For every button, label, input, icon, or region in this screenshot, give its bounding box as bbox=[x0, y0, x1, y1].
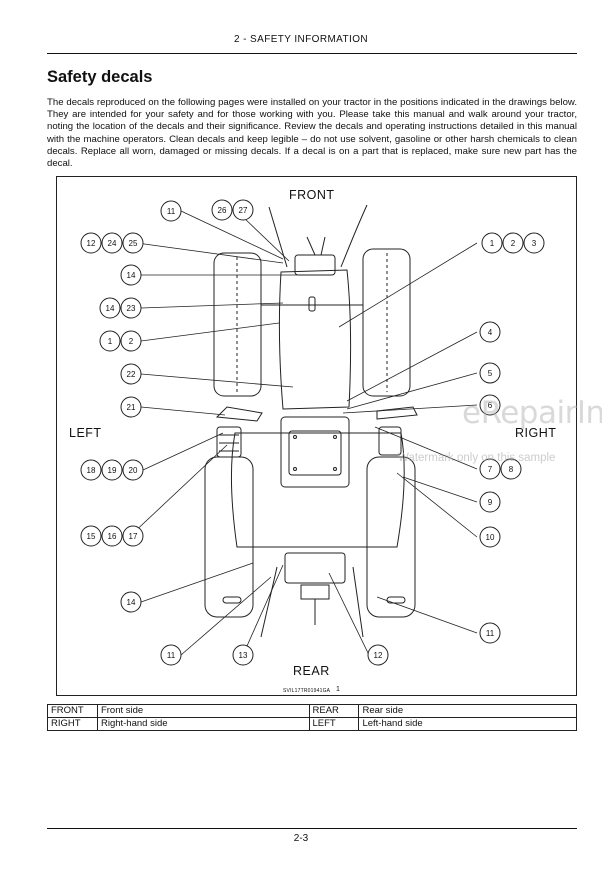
callout-number: 24 bbox=[108, 239, 117, 248]
legend-value: Front side bbox=[96, 704, 310, 718]
header-divider bbox=[47, 53, 577, 54]
callout-number: 2 bbox=[511, 239, 516, 248]
callout-number: 14 bbox=[127, 598, 136, 607]
callout-group-c3: 12 24 25 bbox=[80, 232, 144, 254]
callout-number: 22 bbox=[127, 370, 136, 379]
callout-group-c15: 1 2 3 bbox=[481, 232, 545, 254]
tractor-outline bbox=[204, 204, 418, 638]
leader-lines bbox=[128, 210, 478, 656]
watermark-brand: eRepairInfo.com bbox=[462, 395, 602, 431]
callout-number: 23 bbox=[127, 304, 136, 313]
callout-number: 2 bbox=[129, 337, 134, 346]
page-number: 2-3 bbox=[293, 833, 309, 844]
table-row: RIGHT Right-hand side LEFT Left-hand sid… bbox=[47, 717, 577, 731]
running-header: 2 - SAFETY INFORMATION bbox=[234, 34, 368, 45]
legend-table: FRONT Front side REAR Rear side RIGHT Ri… bbox=[47, 704, 577, 731]
callout-number: 8 bbox=[509, 465, 514, 474]
callout-group-c22: 11 bbox=[479, 622, 501, 644]
legend-key: REAR bbox=[308, 704, 360, 718]
callout-group-c17: 5 bbox=[479, 362, 501, 384]
callout-group-c4: 14 bbox=[120, 264, 142, 286]
callout-number: 6 bbox=[488, 401, 493, 410]
figure-code: SVIL17TR01941GA bbox=[283, 688, 331, 694]
figure-number: 1 bbox=[336, 686, 340, 693]
callout-group-c2: 26 27 bbox=[211, 199, 254, 221]
callout-group-c10: 15 16 17 bbox=[80, 525, 144, 547]
tractor-decal-figure: FRONT REAR LEFT RIGHT bbox=[56, 176, 577, 696]
callout-number: 9 bbox=[488, 498, 493, 507]
callout-number: 1 bbox=[490, 239, 495, 248]
callout-group-c12: 11 bbox=[160, 644, 182, 666]
callout-group-c16: 4 bbox=[479, 321, 501, 343]
callout-number: 19 bbox=[108, 466, 117, 475]
tractor-top-view-drawing: FRONT REAR LEFT RIGHT bbox=[69, 188, 556, 678]
callout-number: 5 bbox=[488, 369, 493, 378]
callout-number: 26 bbox=[218, 206, 227, 215]
legend-value: Rear side bbox=[358, 704, 577, 718]
callout-number: 13 bbox=[239, 651, 248, 660]
callout-group-c7: 22 bbox=[120, 363, 142, 385]
left-label: LEFT bbox=[69, 426, 102, 440]
legend-value: Left-hand side bbox=[358, 717, 577, 731]
callout-number: 3 bbox=[532, 239, 537, 248]
callout-group-c14: 12 bbox=[367, 644, 389, 666]
callout-number: 18 bbox=[87, 466, 96, 475]
callout-group-c19: 7 8 bbox=[479, 458, 522, 480]
callout-group-c20: 9 bbox=[479, 491, 501, 513]
callout-number: 4 bbox=[488, 328, 493, 337]
callout-group-c21: 10 bbox=[479, 526, 501, 548]
callout-number: 17 bbox=[129, 532, 138, 541]
legend-key: RIGHT bbox=[47, 717, 98, 731]
front-label: FRONT bbox=[289, 188, 335, 202]
legend-key: LEFT bbox=[308, 717, 360, 731]
callout-number: 12 bbox=[87, 239, 96, 248]
callout-number: 25 bbox=[129, 239, 138, 248]
callout-number: 15 bbox=[87, 532, 96, 541]
callout-number: 21 bbox=[127, 403, 136, 412]
callout-number: 14 bbox=[127, 271, 136, 280]
callout-number: 7 bbox=[488, 465, 493, 474]
callout-number: 1 bbox=[108, 337, 113, 346]
callout-number: 10 bbox=[486, 533, 495, 542]
page-title: Safety decals bbox=[47, 68, 153, 86]
callout-number: 27 bbox=[239, 206, 248, 215]
legend-key: FRONT bbox=[47, 704, 98, 718]
legend-value: Right-hand side bbox=[96, 717, 310, 731]
callout-number: 16 bbox=[108, 532, 117, 541]
callout-number: 11 bbox=[486, 629, 495, 638]
footer-divider bbox=[47, 828, 577, 829]
callout-group-c6: 1 2 bbox=[99, 330, 142, 352]
callout-group-c1: 11 bbox=[160, 200, 182, 222]
callout-group-c13: 13 bbox=[232, 644, 254, 666]
callout-number: 11 bbox=[167, 651, 176, 660]
table-row: FRONT Front side REAR Rear side bbox=[47, 704, 577, 718]
intro-paragraph: The decals reproduced on the following p… bbox=[47, 97, 577, 170]
callout-group-c11: 14 bbox=[120, 591, 142, 613]
rear-label: REAR bbox=[293, 664, 330, 678]
right-label: RIGHT bbox=[515, 426, 556, 440]
watermark-note: Watermark only on this sample bbox=[398, 452, 556, 464]
callout-number: 11 bbox=[167, 207, 176, 216]
callout-group-c5: 14 23 bbox=[99, 297, 142, 319]
callout-number: 20 bbox=[129, 466, 138, 475]
callout-number: 12 bbox=[374, 651, 383, 660]
callout-group-c8: 21 bbox=[120, 396, 142, 418]
callout-group-c9: 18 19 20 bbox=[80, 459, 144, 481]
callout-group-c18: 6 bbox=[479, 394, 501, 416]
callout-number: 14 bbox=[106, 304, 115, 313]
